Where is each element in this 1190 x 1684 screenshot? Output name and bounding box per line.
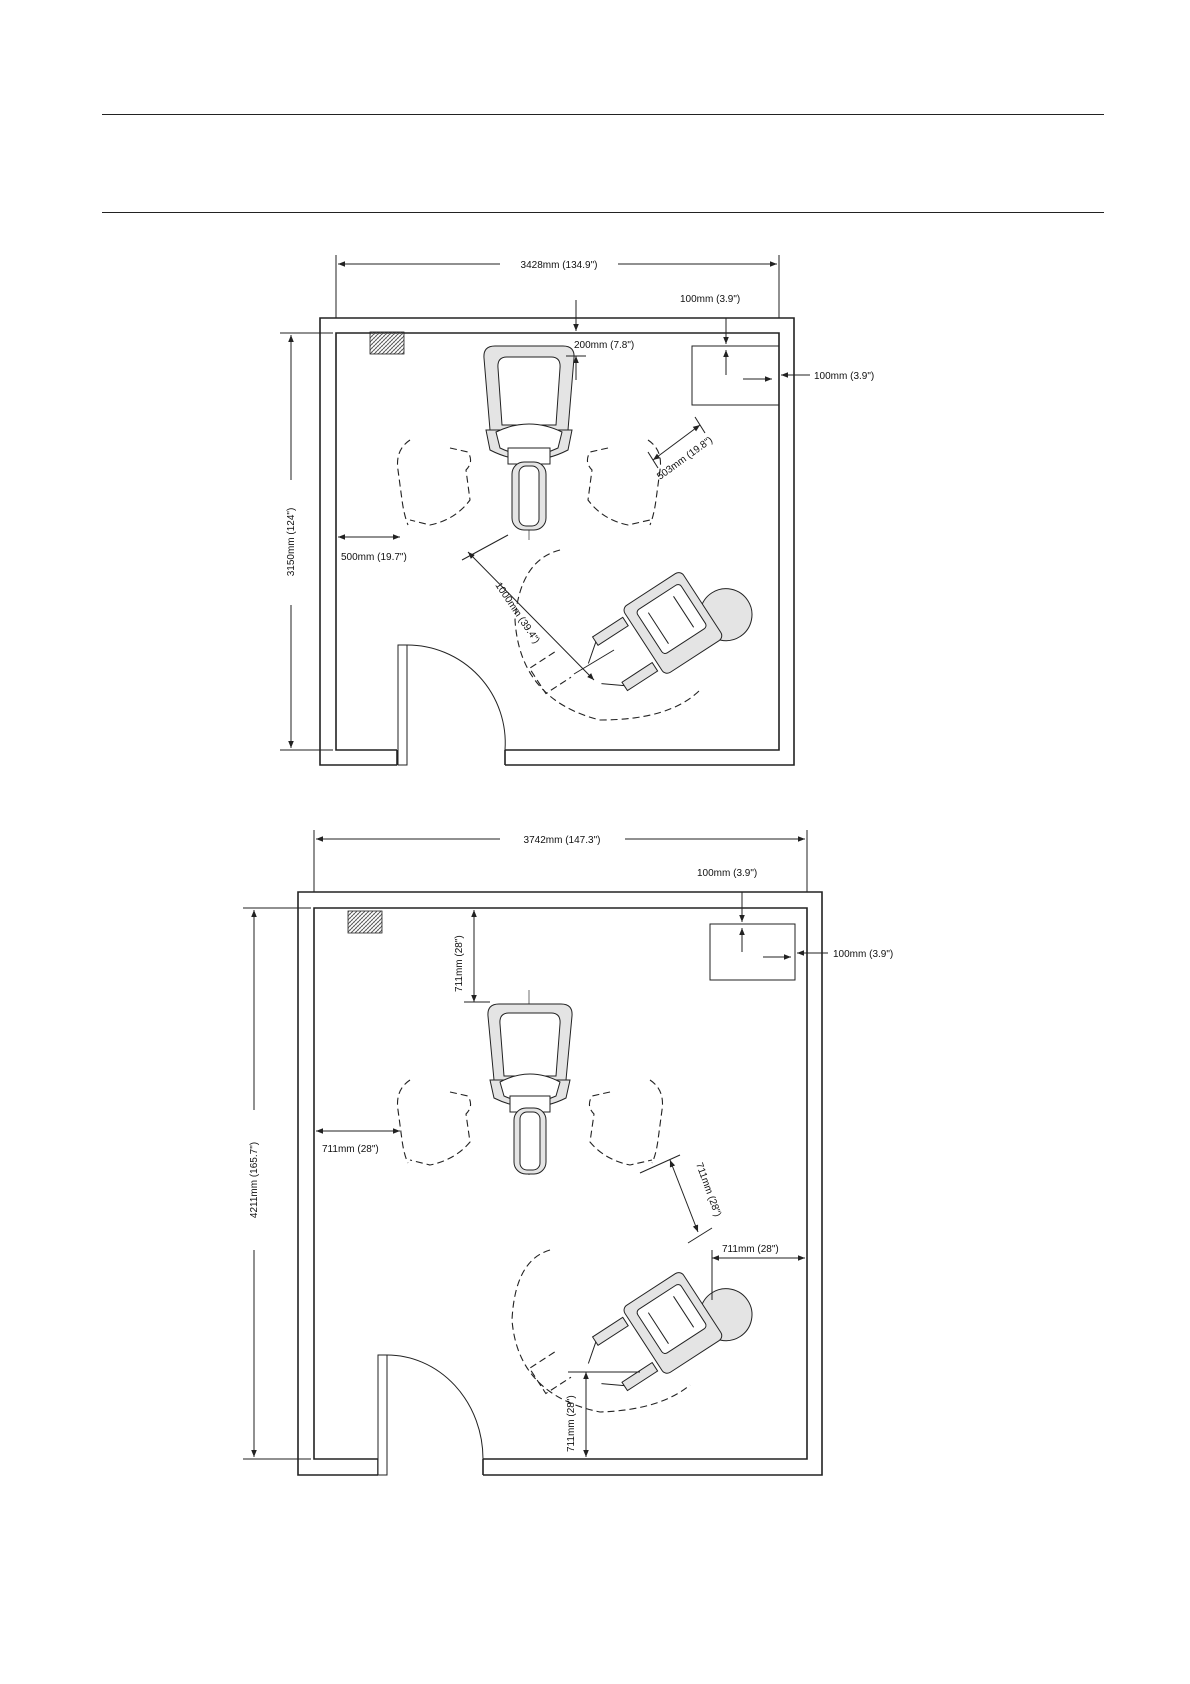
plan-2-wheelchair xyxy=(530,1249,762,1443)
plan-2-height-label: 4211mm (165.7") xyxy=(249,1142,260,1218)
plan-2-door xyxy=(378,1355,483,1475)
plan-2-wheelchair-wall-label: 711mm (28") xyxy=(722,1244,779,1255)
plan-1-side-clearance-right xyxy=(648,440,661,525)
plan-1-sink-right-label: 100mm (3.9") xyxy=(814,371,874,382)
plan-2-sink-clearance-label: 711mm (28") xyxy=(693,1161,723,1218)
plan-1-door xyxy=(398,645,505,765)
plan-1-toilet xyxy=(484,346,574,540)
plan-2-dimensions: 3742mm (147.3") 4211mm (165.7") 100mm (3… xyxy=(243,830,893,1459)
plan-2: 3742mm (147.3") 4211mm (165.7") 100mm (3… xyxy=(243,830,893,1475)
plan-2-side-clearance-left xyxy=(398,1080,411,1163)
plan-2-walls xyxy=(298,892,822,1475)
plan-1-dimensions: 3428mm (134.9") 3150mm (124") 100mm (3.9… xyxy=(280,255,874,750)
plan-1-sink xyxy=(692,346,779,405)
plan-1-side-clearance-label: 500mm (19.7") xyxy=(341,552,407,563)
plan-1-toilet-wall-label: 200mm (7.8") xyxy=(574,340,634,351)
plan-1-sink-top-label: 100mm (3.9") xyxy=(680,294,740,305)
plan-1: 3428mm (134.9") 3150mm (124") 100mm (3.9… xyxy=(280,255,874,765)
plan-2-width-label: 3742mm (147.3") xyxy=(524,835,601,846)
plan-2-floor-drain xyxy=(348,911,382,933)
plan-2-side-clearance-right xyxy=(650,1080,663,1163)
plan-1-floor-drain xyxy=(370,332,404,354)
plan-2-sink-top-label: 100mm (3.9") xyxy=(697,868,757,879)
plan-2-sink-right-label: 100mm (3.9") xyxy=(833,949,893,960)
plan-2-wheelchair-bottom-label: 711mm (28") xyxy=(566,1395,577,1452)
plan-1-wheelchair xyxy=(530,549,762,743)
plan-1-sink-clearance-label: 503mm (19.8") xyxy=(655,435,715,483)
plan-2-sink xyxy=(710,924,795,980)
plan-1-side-clearance-left xyxy=(398,440,411,525)
plan-1-width-label: 3428mm (134.9") xyxy=(521,260,598,271)
plan-2-side-clearance-label: 711mm (28") xyxy=(322,1144,379,1155)
plan-2-toilet-wall-label: 711mm (28") xyxy=(454,935,465,992)
plan-1-height-label: 3150mm (124") xyxy=(286,508,297,577)
plan-2-toilet xyxy=(488,990,572,1175)
